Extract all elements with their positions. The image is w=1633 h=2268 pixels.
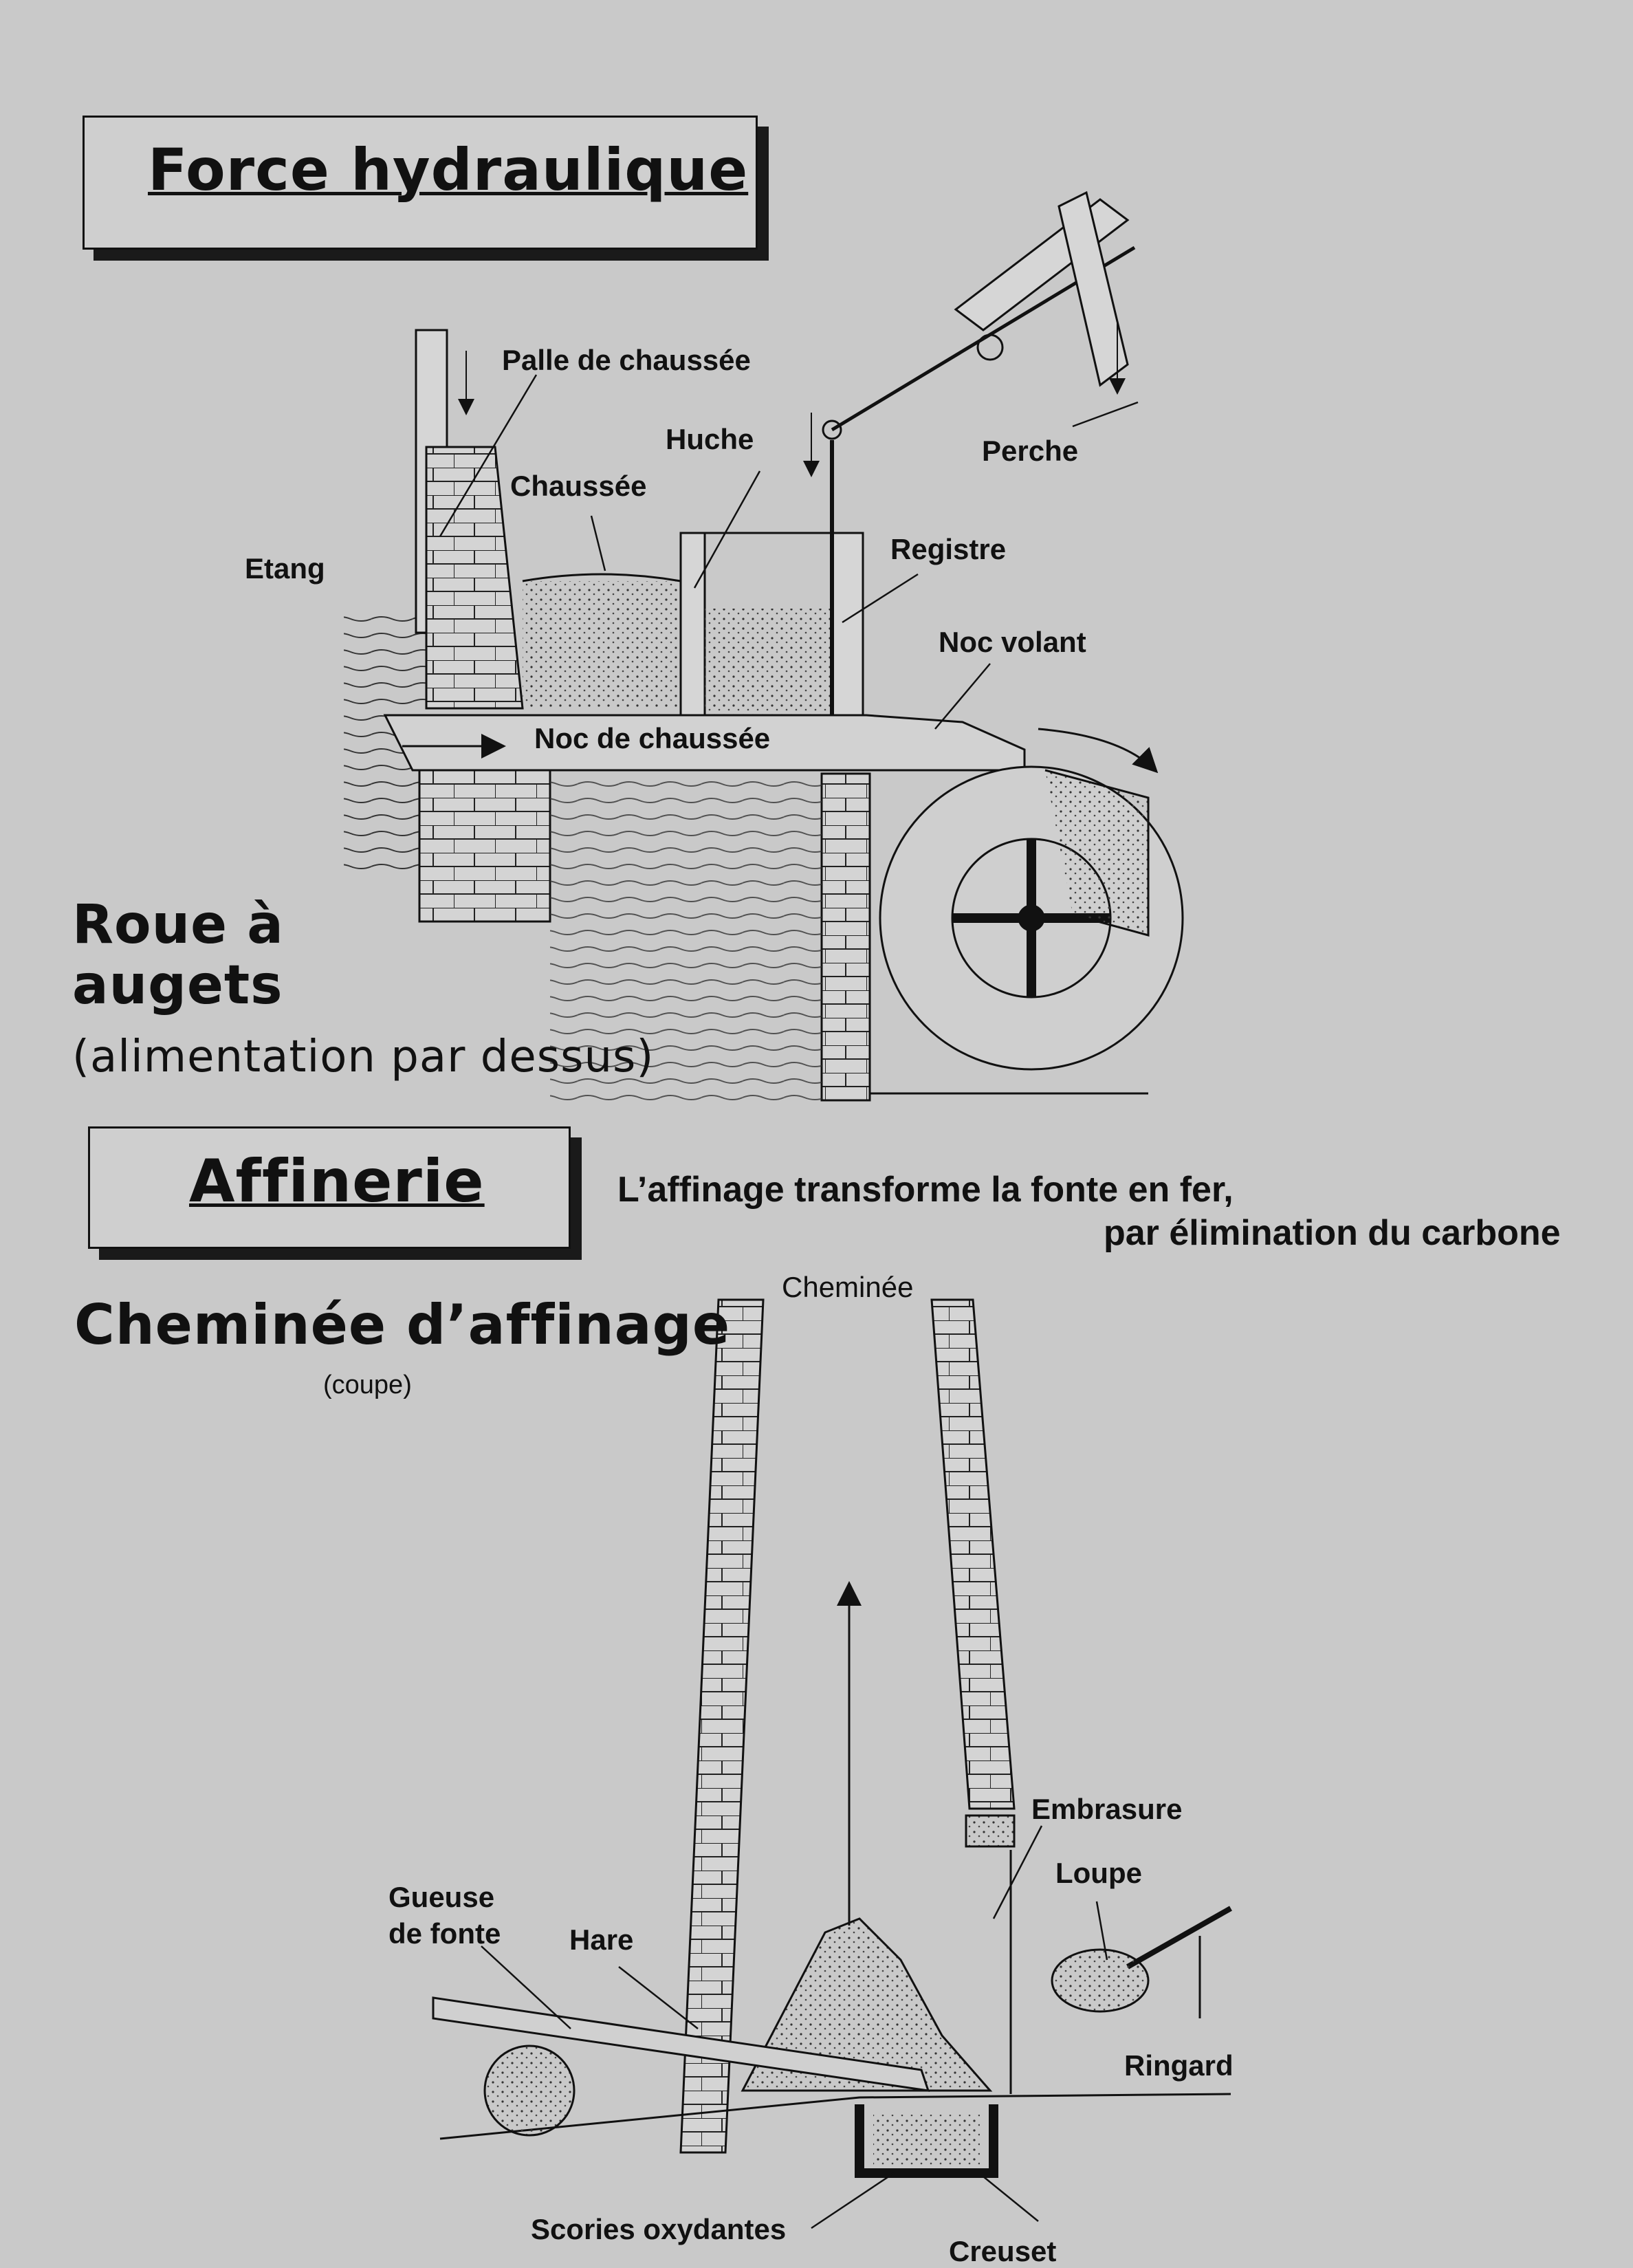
label-etang: Etang [245,552,325,585]
label-cheminee: Cheminée [782,1271,914,1303]
label-creuset: Creuset [949,2235,1057,2267]
label-perche: Perche [982,435,1079,467]
label-embrasure: Embrasure [1031,1793,1183,1825]
label-scories-oxydantes: Scories oxydantes [531,2213,787,2245]
wheel-caption-line1: Roue à [72,894,284,956]
wheel-caption-line3: (alimentation par dessus) [72,1032,655,1082]
affinerie-drawing [432,1298,1232,2229]
section1-title-box [83,116,758,250]
label-loupe: Loupe [1055,1857,1142,1889]
hydraulic-drawing [344,190,1184,1102]
section1-title: Force hydraulique [148,136,749,204]
label-noc-de-chaussee: Noc de chaussée [534,722,771,754]
label-palle-de-chaussee: Palle de chaussée [502,344,751,376]
label-gueuse-line2: de fonte [388,1917,501,1950]
affinage-description-line2: par élimination du carbone [1104,1213,1561,1253]
label-ringard: Ringard [1124,2049,1234,2082]
affinage-description-line1: L’affinage transforme la fonte en fer, [617,1170,1234,1210]
section2-subtitle: Cheminée d’affinage [74,1293,731,1357]
label-chaussee: Chaussée [510,470,647,502]
label-hare: Hare [569,1923,634,1956]
wheel-caption-line2: augets [72,955,283,1016]
label-huche: Huche [666,423,754,455]
section2-subtitle-note: (coupe) [323,1371,412,1399]
section2-title-box [88,1126,571,1249]
section2-title: Affinerie [189,1147,485,1216]
label-registre: Registre [890,533,1007,565]
label-noc-volant: Noc volant [939,626,1086,658]
label-gueuse-line1: Gueuse [388,1881,495,1913]
